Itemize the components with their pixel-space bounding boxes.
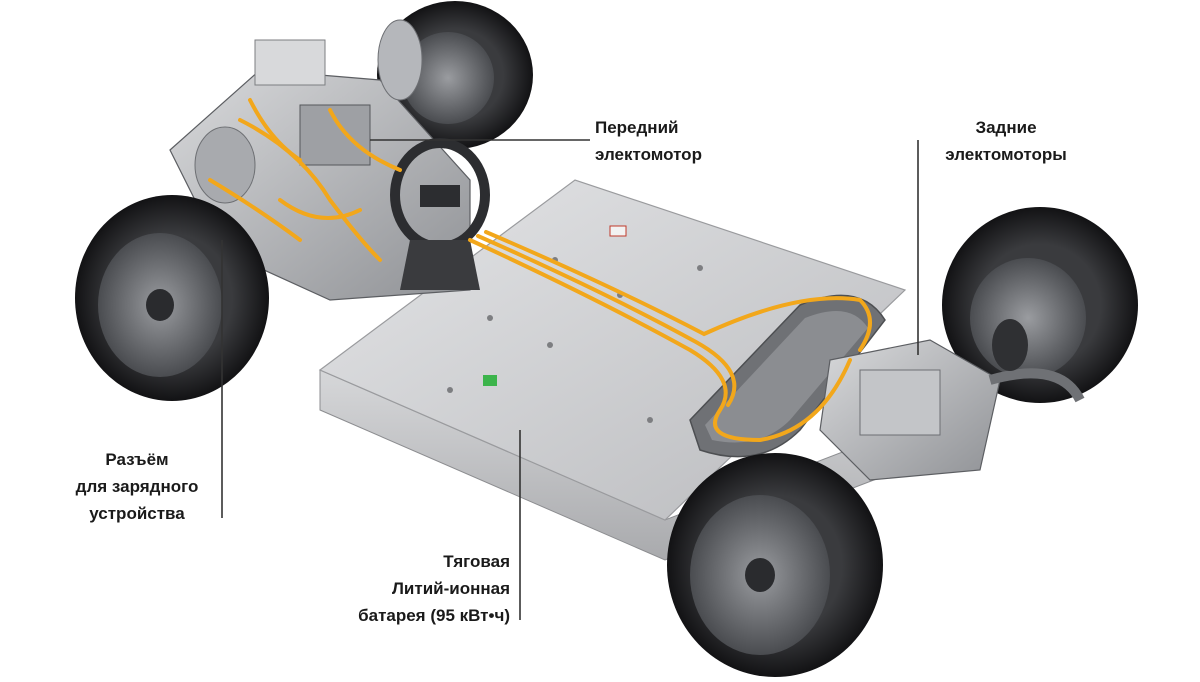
label-rear-motors-line1: Задние [975,118,1037,137]
label-charging-port: Разъём для зарядного устройства [62,446,212,527]
green-sticker [483,375,497,386]
label-front-motor: Передний электомотор [595,114,702,168]
rear-motor [819,319,1085,481]
label-battery-line1: Тяговая [443,552,510,571]
leader-lines [221,139,919,620]
warning-sticker [609,225,627,237]
label-battery-line3: батарея (95 кВт•ч) [358,606,510,625]
label-rear-motors-line2: электомоторы [945,145,1067,164]
steering-wheel [390,138,490,290]
wheel-front-right [667,453,883,677]
label-charging-port-line2: для зарядного [75,477,199,496]
label-front-motor-line1: Передний [595,118,679,137]
label-charging-port-line3: устройства [89,504,185,523]
label-charging-port-line1: Разъём [105,450,169,469]
label-battery: Тяговая Литий-ионная батарея (95 кВт•ч) [300,548,510,629]
hv-cables [208,98,872,443]
label-rear-motors: Задние электомоторы [928,114,1084,168]
label-front-motor-line2: электомотор [595,145,702,164]
label-battery-line2: Литий-ионная [391,579,510,598]
wheel-front-left [75,195,269,401]
